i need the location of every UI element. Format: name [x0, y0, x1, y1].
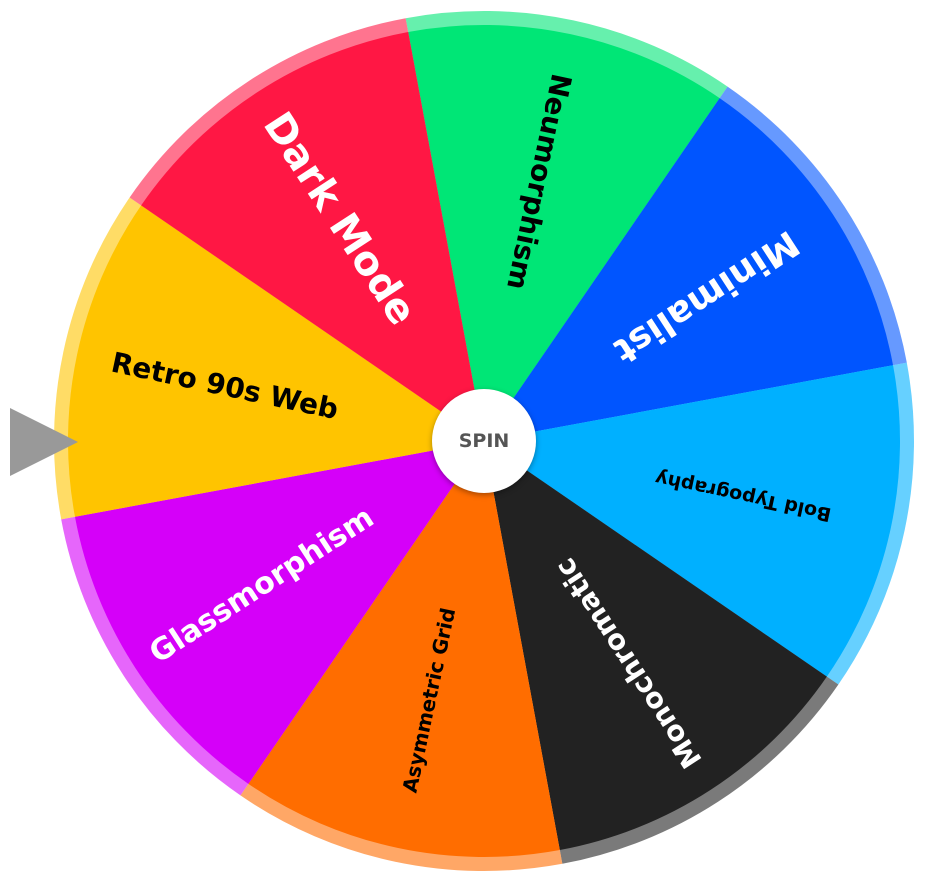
wheel-segment: Bold Typography: [484, 362, 915, 685]
segment-slice: [484, 441, 827, 851]
wheel-segment: Glassmorphism: [61, 441, 485, 796]
wheel-segment: Dark Mode: [129, 18, 484, 442]
spin-button[interactable]: SPIN: [432, 389, 536, 493]
segment-slice: [67, 205, 485, 517]
segment-slice: [484, 98, 894, 441]
wheel-segment: Neumorphism: [405, 10, 728, 442]
wheel-segment: Minimalist: [484, 86, 907, 442]
wheel-segment: Retro 90s Web: [53, 197, 485, 520]
segment-slice: [484, 365, 900, 677]
segment-slice: [248, 441, 560, 858]
wheel-segment: Asymmetric Grid: [240, 441, 563, 871]
segment-slice: [141, 31, 484, 442]
segment-slice: [74, 441, 485, 784]
pointer-arrow-icon: [10, 408, 78, 476]
wheel-segment: Monochromatic: [484, 441, 839, 864]
segment-slice: [408, 25, 720, 442]
